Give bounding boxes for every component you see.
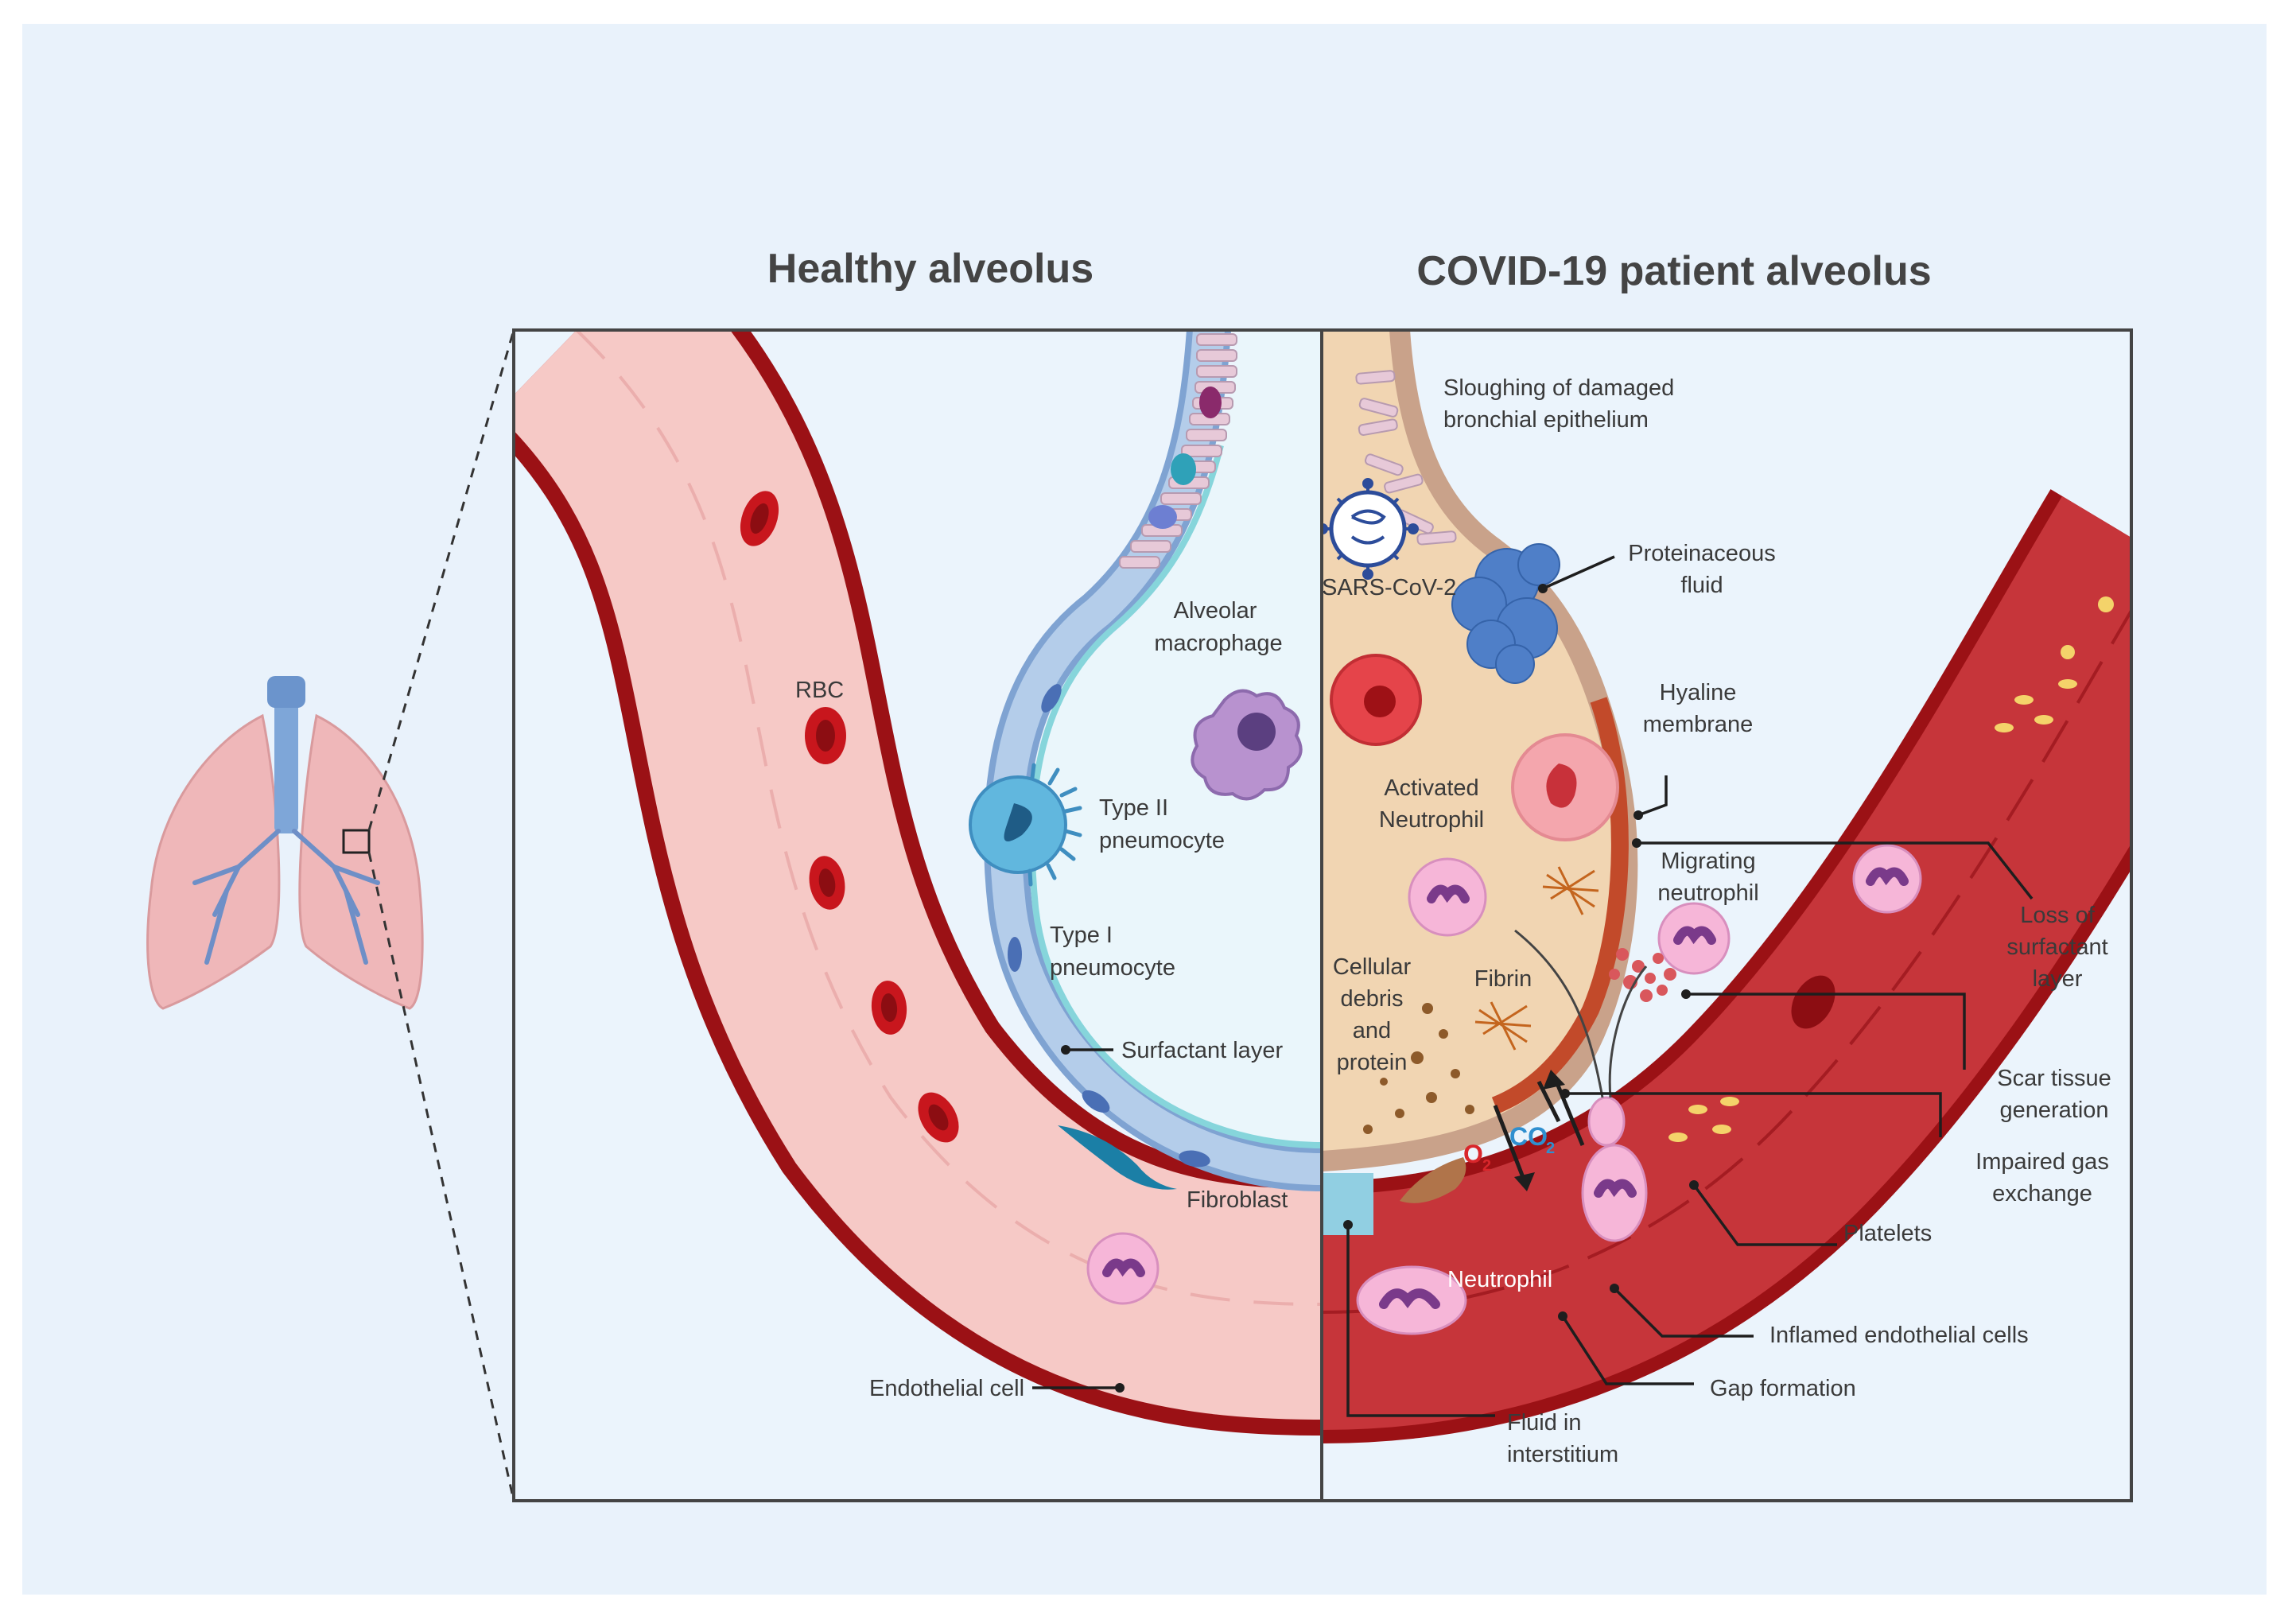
label-scar-1: Scar tissue <box>1997 1066 2111 1091</box>
fibrin-icon <box>1474 866 1599 1051</box>
zoom-line-bottom <box>367 852 515 1502</box>
label-platelets: Platelets <box>1843 1221 1932 1246</box>
label-impaired-2: exchange <box>1992 1181 2092 1206</box>
label-gap: Gap formation <box>1710 1376 1856 1401</box>
label-proteinaceous-2: fluid <box>1680 573 1723 598</box>
neutrophil-icon <box>1657 902 1731 975</box>
proteinaceous-fluid-icon <box>1451 543 1560 684</box>
label-migrating-2: neutrophil <box>1657 880 1758 906</box>
label-sloughing-1: Sloughing of damaged <box>1443 375 1674 401</box>
fibroblast-icon <box>1400 1157 1466 1203</box>
label-fluid-1: Fluid in <box>1507 1410 1582 1436</box>
panel-frame <box>512 328 2133 1502</box>
lungs-icon <box>146 676 424 1010</box>
label-debris-2: debris <box>1341 986 1404 1012</box>
label-o2-subscript: 2 <box>1482 1157 1491 1175</box>
label-type2-1: Type II <box>1099 795 1168 821</box>
label-loss-surfactant-2: surfactant <box>2006 934 2107 960</box>
label-debris-4: protein <box>1337 1050 1408 1075</box>
label-neutrophil: Neutrophil <box>1447 1267 1552 1292</box>
label-alveolar-macrophage-2: macrophage <box>1154 631 1282 656</box>
label-debris-3: and <box>1353 1018 1391 1043</box>
label-inflamed: Inflamed endothelial cells <box>1769 1323 2029 1348</box>
label-loss-surfactant-3: layer <box>2033 966 2083 992</box>
damaged-cell-icon <box>1330 654 1422 746</box>
label-hyaline-1: Hyaline <box>1660 680 1737 705</box>
rbc-icon <box>1791 975 1835 1029</box>
macrophage-icon <box>1191 689 1303 801</box>
zoom-box <box>342 829 371 854</box>
label-type1-2: pneumocyte <box>1050 955 1175 981</box>
label-fluid-2: interstitium <box>1507 1442 1618 1467</box>
rbc-icon <box>740 491 959 1143</box>
migrating-neutrophil-icon <box>1581 1096 1648 1242</box>
label-impaired-1: Impaired gas <box>1975 1149 2109 1175</box>
label-co2-subscript: 2 <box>1546 1140 1555 1157</box>
label-o2: O <box>1463 1140 1483 1168</box>
label-proteinaceous-1: Proteinaceous <box>1628 541 1775 566</box>
label-endothelial: Endothelial cell <box>869 1376 1024 1401</box>
activated-neutrophil-icon <box>1511 733 1619 841</box>
label-type2-2: pneumocyte <box>1099 828 1225 853</box>
type2-pneumocyte-icon <box>969 763 1082 887</box>
label-co2: CO <box>1509 1122 1548 1151</box>
label-activated-neutrophil-2: Neutrophil <box>1379 807 1484 833</box>
covid-panel <box>1322 330 2131 1501</box>
fibroblast-icon <box>1058 1125 1177 1190</box>
label-migrating-1: Migrating <box>1661 849 1755 874</box>
leader-lines <box>1032 555 2034 1417</box>
label-activated-neutrophil-1: Activated <box>1384 775 1478 801</box>
sars-cov-2-virus-icon <box>1322 478 1419 580</box>
label-scar-2: generation <box>1999 1098 2108 1123</box>
alveolar-space <box>1031 330 1322 1145</box>
neutrophil-icon <box>1356 1265 1467 1335</box>
gas-exchange-arrows <box>1493 1070 1585 1191</box>
neutrophil-icon <box>1408 857 1487 937</box>
title-covid: COVID-19 patient alveolus <box>1416 248 1931 294</box>
label-sloughing-2: bronchial epithelium <box>1443 407 1649 433</box>
label-fibrin: Fibrin <box>1474 966 1532 992</box>
label-alveolar-macrophage-1: Alveolar <box>1174 598 1257 624</box>
title-healthy: Healthy alveolus <box>767 246 1094 292</box>
scar-tissue-icon <box>1609 948 1676 1002</box>
label-type1-1: Type I <box>1050 923 1113 948</box>
label-fibroblast: Fibroblast <box>1187 1187 1288 1213</box>
neutrophil-icon <box>1852 844 1922 914</box>
label-hyaline-2: membrane <box>1643 712 1754 737</box>
platelet-icon <box>1668 596 2114 1142</box>
label-loss-surfactant-1: Loss of <box>2020 903 2095 928</box>
neutrophil-icon <box>1086 1232 1160 1305</box>
cellular-debris-icon <box>1363 1003 1474 1134</box>
label-surfactant: Surfactant layer <box>1121 1038 1283 1063</box>
label-debris-1: Cellular <box>1333 954 1412 980</box>
label-sars-cov-2: SARS-CoV-2 <box>1322 575 1456 600</box>
healthy-panel <box>514 330 1322 1501</box>
label-rbc: RBC <box>795 678 844 703</box>
